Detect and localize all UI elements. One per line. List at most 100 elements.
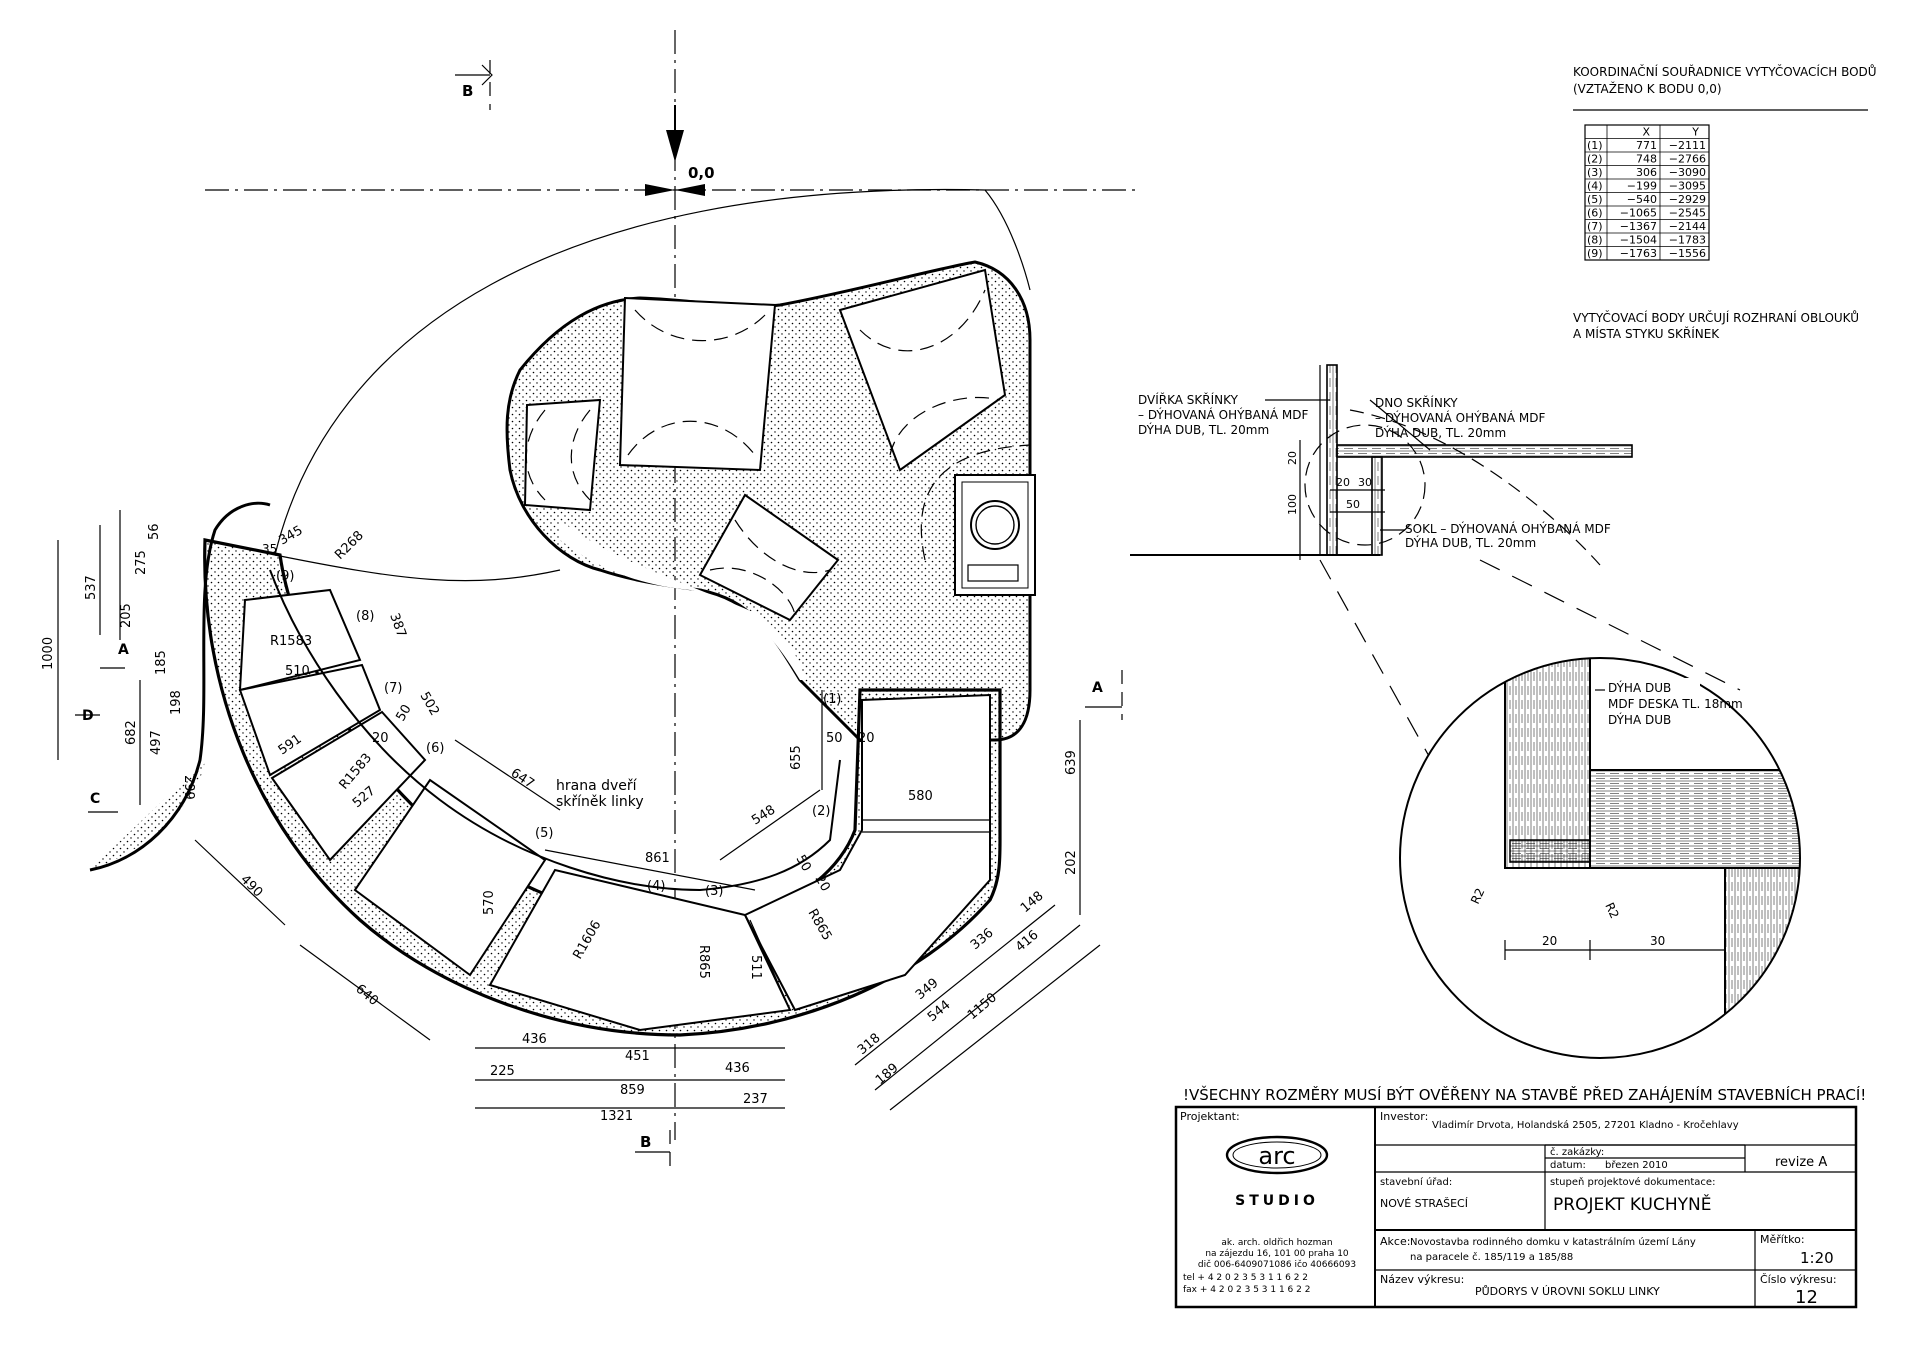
coord-row-id: (5): [1587, 193, 1603, 206]
date-value: březen 2010: [1605, 1159, 1668, 1171]
stool-2: [838, 268, 1007, 472]
dim-640: 640: [352, 982, 381, 1009]
dim-50-b: 50: [826, 731, 843, 746]
detail-bottom-2: – DÝHOVANÁ OHÝBANÁ MDF: [1375, 410, 1545, 425]
detail-bottom-1: DNO SKŘÍNKY: [1375, 395, 1458, 410]
dim-R1583-a: R1583: [270, 634, 312, 649]
dim-682: 682: [124, 720, 139, 745]
stool-1-arc-a: [634, 309, 766, 342]
section-b-top-arrow: [481, 64, 493, 86]
coord-row-id: (8): [1587, 234, 1603, 247]
zoom-dim-30: 30: [1650, 934, 1665, 948]
arc-logo-inner: [1232, 1141, 1322, 1169]
detail-door-1: DVÍŘKA SKŘÍNKY: [1138, 392, 1239, 407]
zoom-bottom-panel: [1589, 769, 1800, 869]
cabinet-frame-7-6: [270, 710, 427, 862]
floor-boundary-lower: [274, 554, 561, 582]
author-line-3: dič 006-6409071086 ičo 40666093: [1198, 1259, 1356, 1270]
floor-boundary-curve: [274, 188, 1031, 556]
dim-line-548: [719, 789, 821, 861]
warning-text: !VŠECHNY ROZMĚRY MUSÍ BÝT OVĚŘENY NA STA…: [1183, 1085, 1866, 1104]
coord-note-1: VYTYČOVACÍ BODY URČUJÍ ROZHRANÍ OBLOUKŮ: [1573, 310, 1859, 325]
cabinet-frame-5-3: [488, 868, 792, 1032]
cooktop-control: [967, 564, 1019, 582]
dim-275: 275: [134, 550, 149, 575]
coord-row-x: −1065: [1620, 207, 1657, 220]
dim-1150: 1150: [965, 990, 1000, 1023]
dim-436-a: 436: [522, 1032, 547, 1047]
zoom-r2-right: R2: [1602, 900, 1621, 920]
drawing-name-value: PŮDORYS V ÚROVNI SOKLU LINKY: [1475, 1285, 1660, 1298]
zoom-dim-20: 20: [1542, 934, 1557, 948]
coord-note-2: A MÍSTA STYKU SKŘÍNEK: [1573, 326, 1720, 341]
projektant-label: Projektant:: [1180, 1110, 1240, 1123]
cabinet-frame-9-8: [238, 588, 362, 692]
point-1: (1): [823, 692, 841, 707]
drawing-no-label: Číslo výkresu:: [1760, 1273, 1837, 1286]
dim-544: 544: [925, 998, 954, 1025]
coord-row-y: −2144: [1669, 220, 1706, 233]
point-2: (2): [812, 804, 830, 819]
coord-header-y: Y: [1691, 126, 1699, 139]
title-block: !VŠECHNY ROZMĚRY MUSÍ BÝT OVĚŘENY NA STA…: [1174, 1085, 1866, 1309]
section-b-top-label: B: [462, 82, 473, 100]
zoom-plinth: [1724, 867, 1800, 1058]
dim-R268: R268: [332, 528, 367, 563]
dim-205: 205: [119, 603, 134, 628]
dim-502: 502: [417, 690, 442, 719]
coord-header-x: X: [1642, 126, 1650, 139]
origin-marker-left: [645, 184, 675, 196]
dim-490: 490: [237, 872, 265, 900]
section-c-left-label: C: [90, 791, 100, 807]
plan-outline: [89, 188, 1036, 1037]
origin-label: 0,0: [688, 164, 715, 182]
cooktop-burner-ring: [975, 505, 1015, 545]
cabinet-divider-511: [749, 919, 791, 1011]
stool-4-arc-b: [709, 567, 796, 616]
dim-655: 655: [789, 745, 804, 770]
point-8: (8): [356, 609, 374, 624]
author-line-2: na zájezdu 16, 101 00 praha 10: [1205, 1249, 1349, 1259]
dim-line-861: [544, 849, 756, 891]
dim-line-640: [299, 944, 431, 1041]
door-edge-label-1: hrana dveří: [556, 778, 638, 794]
coord-row-y: −2766: [1669, 153, 1706, 166]
dim-580: 580: [908, 789, 933, 804]
section-d-label: D: [82, 708, 94, 724]
zoom-label-3: DÝHA DUB: [1608, 712, 1671, 727]
coord-row-id: (6): [1587, 207, 1603, 220]
coord-row-y: −2929: [1669, 193, 1706, 206]
coord-row-x: 771: [1636, 139, 1657, 152]
coordinate-table: KOORDINAČNÍ SOUŘADNICE VYTYČOVACÍCH BODŮ…: [1573, 64, 1877, 341]
point-7: (7): [384, 681, 402, 696]
detail-dim-100: 100: [1286, 494, 1299, 515]
stool-3: [523, 398, 602, 512]
dim-647: 647: [508, 766, 537, 792]
cooktop-burner-icon: [970, 500, 1020, 550]
dim-237: 237: [743, 1092, 768, 1107]
toe-wall-curve: [89, 501, 271, 872]
office-label: stavební úřad:: [1380, 1176, 1452, 1188]
detail-door-3: DÝHA DUB, TL. 20mm: [1138, 422, 1269, 437]
dim-202: 202: [1064, 850, 1079, 875]
door-edge-label-2: skříněk linky: [556, 794, 644, 810]
detail-plinth-1: SOKL – DÝHOVANÁ OHÝBANÁ MDF: [1405, 521, 1611, 536]
dim-56: 56: [147, 523, 162, 540]
dim-639: 639: [1064, 750, 1079, 775]
zoom-label-1: DÝHA DUB: [1608, 680, 1671, 695]
detail-door-panel: [1326, 364, 1338, 556]
detail-bottom-3: DÝHA DUB, TL. 20mm: [1375, 425, 1506, 440]
door-edge-curve: [269, 569, 841, 892]
order-label: č. zakázky:: [1550, 1146, 1604, 1158]
stool-1: [618, 296, 777, 472]
cabinet-frame-6-5: [353, 778, 547, 977]
coord-title-1: KOORDINAČNÍ SOUŘADNICE VYTYČOVACÍCH BODŮ: [1573, 64, 1877, 79]
coord-row-id: (4): [1587, 180, 1603, 193]
coord-row-x: −1367: [1620, 220, 1657, 233]
dim-148: 148: [1018, 889, 1047, 916]
dim-50-a: 50: [393, 702, 414, 724]
detail-zoom-circle: [1304, 424, 1426, 546]
zoom-detail: DÝHA DUB MDF DESKA TL. 18mm DÝHA DUB R2 …: [1399, 657, 1801, 1059]
